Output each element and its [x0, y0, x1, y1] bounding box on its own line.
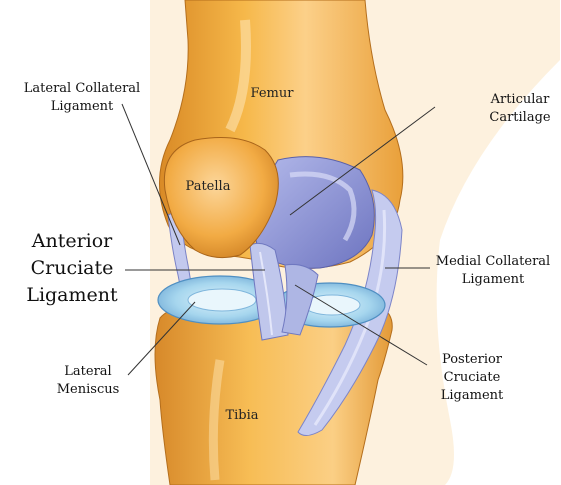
label-tibia: Tibia: [225, 408, 258, 423]
label-articular-line2: Cartilage: [489, 110, 551, 125]
label-anterior-line3: Ligament: [26, 284, 118, 306]
label-lateral-meniscus: Lateral Meniscus: [57, 364, 120, 397]
label-anterior-cruciate-ligament: Anterior Cruciate Ligament: [26, 230, 118, 306]
label-medial-collateral-line1: Medial Collateral: [436, 254, 550, 269]
label-lateral-meniscus-line1: Lateral: [64, 364, 111, 379]
label-posterior-line1: Posterior: [442, 352, 503, 367]
label-medial-collateral-ligament: Medial Collateral Ligament: [436, 254, 550, 287]
label-posterior-cruciate-ligament: Posterior Cruciate Ligament: [441, 352, 504, 403]
label-lateral-collateral-line1: Lateral Collateral: [24, 81, 140, 96]
label-femur: Femur: [251, 86, 295, 101]
label-anterior-line1: Anterior: [31, 230, 113, 252]
label-medial-collateral-line2: Ligament: [462, 272, 525, 287]
label-lateral-meniscus-line2: Meniscus: [57, 382, 120, 397]
label-articular-line1: Articular: [490, 92, 551, 107]
label-patella: Patella: [186, 179, 231, 194]
label-lateral-collateral-line2: Ligament: [51, 99, 114, 114]
label-anterior-line2: Cruciate: [31, 257, 114, 279]
label-posterior-line2: Cruciate: [444, 370, 501, 385]
label-posterior-line3: Ligament: [441, 388, 504, 403]
label-lateral-collateral-ligament: Lateral Collateral Ligament: [24, 81, 140, 114]
